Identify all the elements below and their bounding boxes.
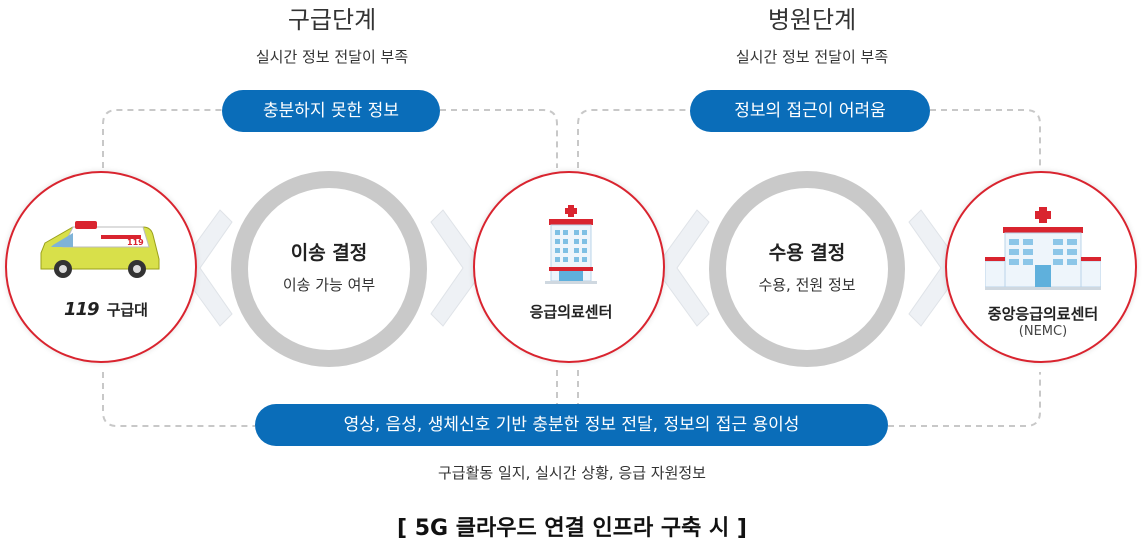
node-sub-nemc: (NEMC) bbox=[1018, 324, 1068, 339]
decision-sub-accept: 수용, 전원 정보 bbox=[758, 276, 856, 294]
stage-subtitle-emergency: 실시간 정보 전달이 부족 bbox=[255, 48, 409, 66]
stage-title-hospital: 병원단계 bbox=[767, 6, 857, 34]
node-ambulance: 119 119 구급대 bbox=[5, 171, 197, 363]
logo-119: 119 bbox=[64, 298, 100, 320]
pill-5g-benefits: 영상, 음성, 생체신호 기반 충분한 정보 전달, 정보의 접근 용이성 bbox=[255, 404, 888, 446]
hospital-icon bbox=[985, 207, 1101, 290]
svg-text:119: 119 bbox=[127, 238, 144, 247]
pill-hard-access: 정보의 접근이 어려움 bbox=[690, 90, 930, 132]
decision-title-transfer: 이송 결정 bbox=[290, 242, 368, 264]
ring-accept-decision bbox=[709, 171, 905, 367]
ambulance-icon: 119 bbox=[40, 221, 160, 278]
figure-caption: [ 5G 클라우드 연결 인프라 구축 시 ] bbox=[397, 516, 747, 541]
bottom-subtitle: 구급활동 일지, 실시간 상황, 응급 자원정보 bbox=[438, 464, 706, 482]
node-nemc: 중앙응급의료센터 (NEMC) bbox=[945, 171, 1137, 363]
pill-insufficient-info: 충분하지 못한 정보 bbox=[222, 90, 440, 132]
node-label-nemc: 중앙응급의료센터 bbox=[987, 305, 1099, 323]
decision-sub-transfer: 이송 가능 여부 bbox=[282, 276, 376, 294]
node-label-ambulance: 구급대 bbox=[106, 300, 148, 319]
node-emergency-center: 응급의료센터 bbox=[473, 171, 665, 363]
decision-title-accept: 수용 결정 bbox=[768, 242, 846, 264]
stage-title-emergency: 구급단계 bbox=[287, 6, 377, 34]
hospital-building-icon bbox=[545, 205, 597, 284]
stage-subtitle-hospital: 실시간 정보 전달이 부족 bbox=[735, 48, 889, 66]
ring-transfer-decision bbox=[231, 171, 427, 367]
node-label-center: 응급의료센터 bbox=[529, 303, 613, 321]
